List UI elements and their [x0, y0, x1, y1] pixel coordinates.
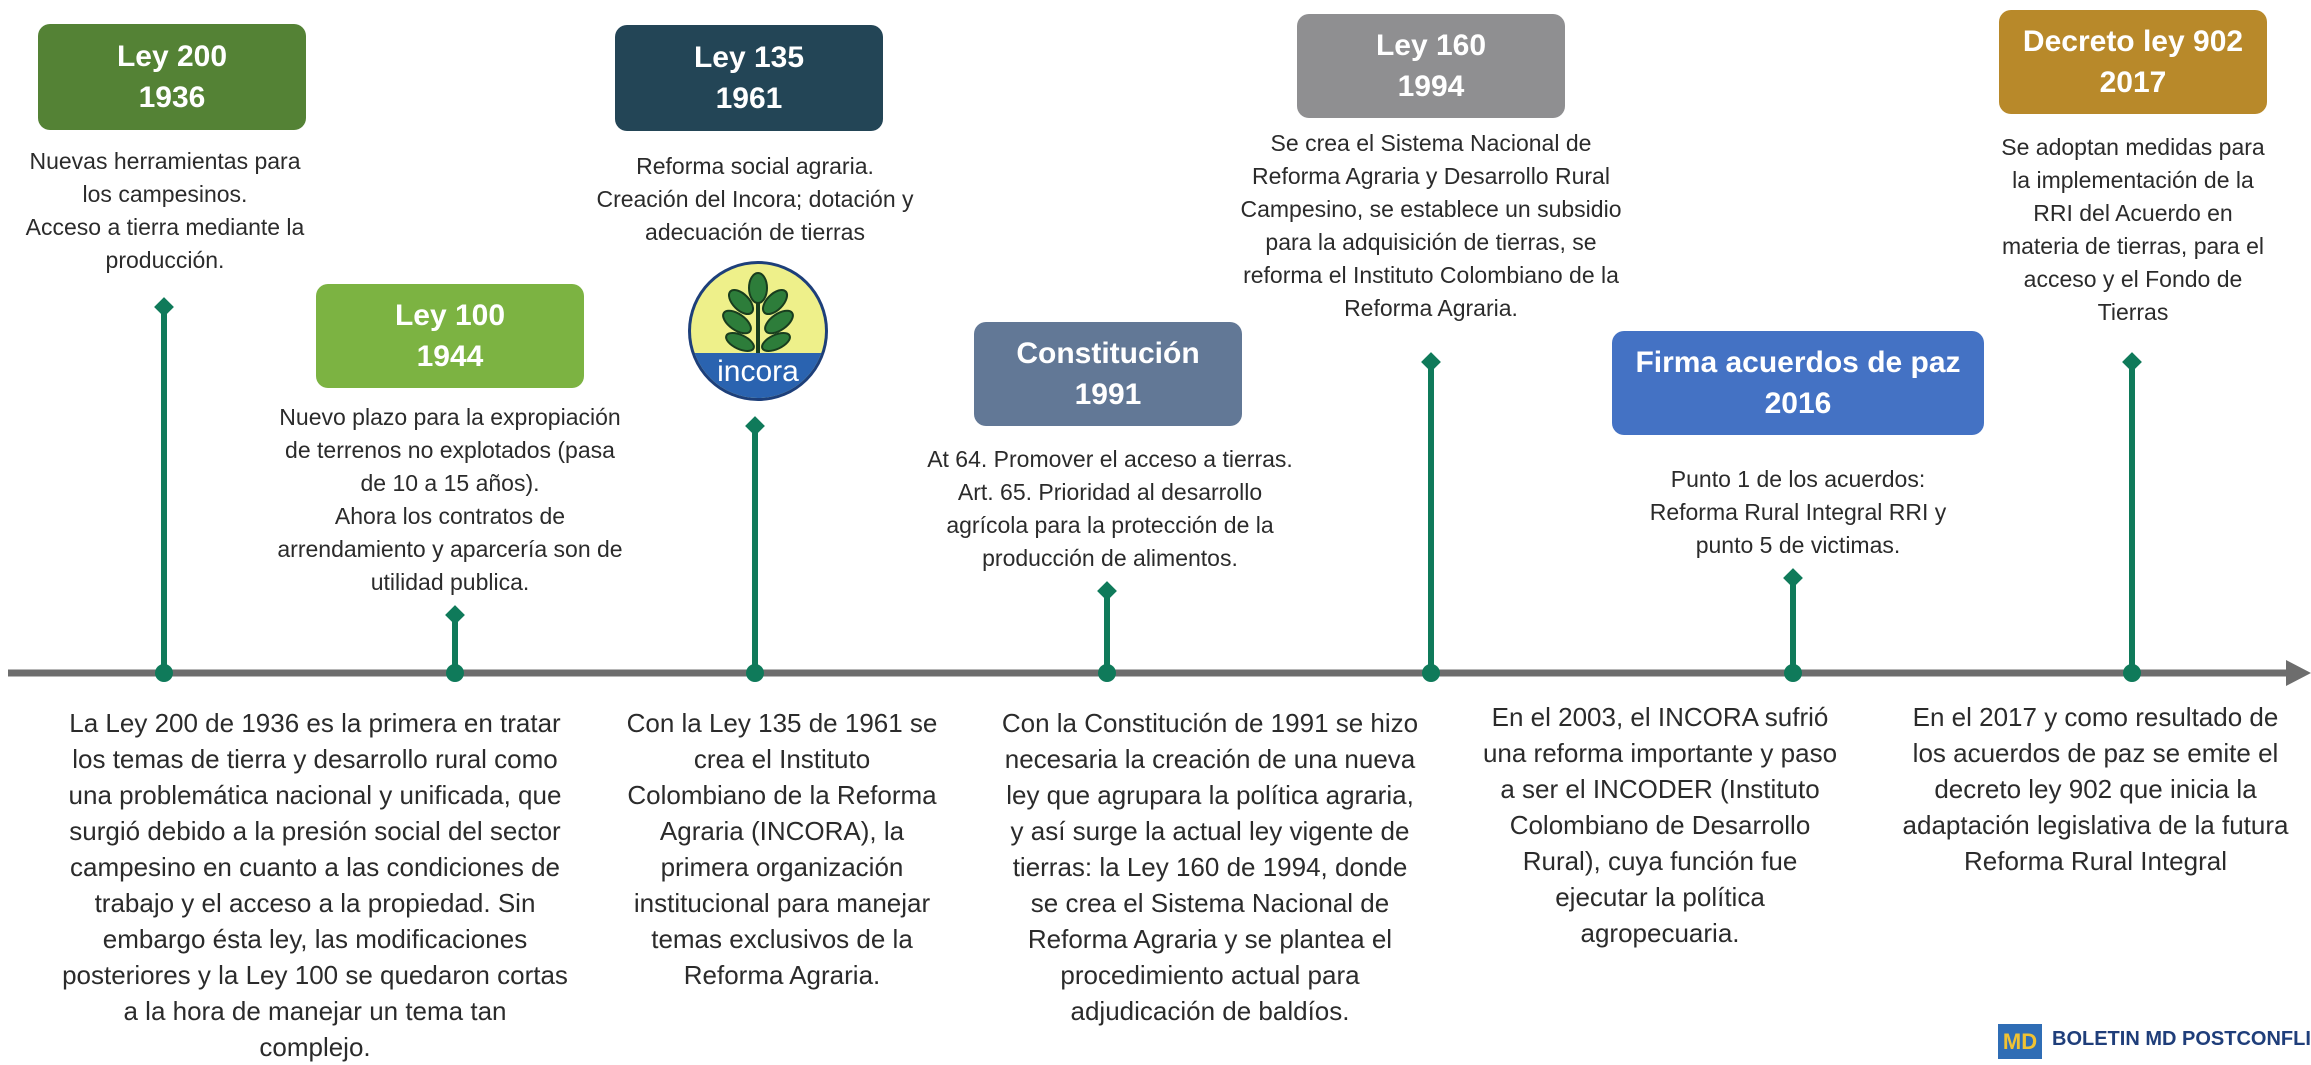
stem-ley-160 [1421, 352, 1441, 682]
event-year: 2017 [2099, 66, 2167, 99]
event-box-ley-135: Ley 135 1961 [615, 25, 883, 131]
event-title: Constitución [1016, 337, 1200, 370]
event-description-ley-100: Nuevo plazo para la expropiación de terr… [277, 404, 623, 595]
event-description-ley-160: Se crea el Sistema Nacional de Reforma A… [1240, 130, 1622, 321]
event-title: Ley 160 [1375, 29, 1487, 62]
timeline-arrowhead [2286, 660, 2311, 686]
event-year: 1994 [1397, 70, 1465, 103]
event-box-ley-160: Ley 160 1994 [1297, 14, 1565, 118]
event-description-ley-135: Reforma social agraria. Creación del Inc… [596, 153, 914, 245]
event-box-decreto-902: Decreto ley 902 2017 [1999, 10, 2267, 114]
event-title: Ley 200 [116, 40, 228, 73]
footer-brand: MD BOLETIN MD POSTCONFLICTO [1998, 1020, 2311, 1059]
incora-logo: incora [688, 261, 828, 401]
stem-decreto-902 [2122, 352, 2142, 682]
event-detail-ley-135: Con la Ley 135 de 1961 se crea el Instit… [626, 708, 938, 990]
footer-brand-label: BOLETIN MD POSTCONFLICTO [2052, 1028, 2311, 1050]
event-year: 1944 [416, 340, 484, 373]
event-box-constitucion-1991: Constitución 1991 [974, 322, 1242, 426]
event-box-ley-100: Ley 100 1944 [316, 284, 584, 388]
event-detail-constitucion-1991: Con la Constitución de 1991 se hizo nece… [1001, 708, 1419, 1026]
stem-ley-135 [745, 416, 765, 682]
event-detail-acuerdos-paz: En el 2003, el INCORA sufrió una reforma… [1482, 702, 1838, 948]
event-description-acuerdos-paz: Punto 1 de los acuerdos: Reforma Rural I… [1649, 466, 1947, 558]
event-title: Decreto ley 902 [2022, 25, 2244, 58]
event-box-ley-200: Ley 200 1936 [38, 24, 306, 130]
stem-constitucion-1991 [1097, 581, 1117, 682]
event-title: Ley 100 [394, 299, 506, 332]
event-box-acuerdos-paz: Firma acuerdos de paz 2016 [1612, 331, 1984, 435]
stem-acuerdos-paz [1783, 568, 1803, 682]
event-title: Firma acuerdos de paz [1635, 346, 1961, 379]
stem-ley-100 [445, 605, 465, 682]
event-year: 1936 [138, 81, 206, 114]
event-description-decreto-902: Se adoptan medidas para la implementació… [2001, 134, 2265, 325]
event-detail-decreto-902: En el 2017 y como resultado de los acuer… [1902, 702, 2289, 876]
stem-ley-200 [154, 297, 174, 682]
event-title: Ley 135 [693, 41, 805, 74]
event-year: 2016 [1764, 387, 1832, 420]
md-logo-icon: MD [1998, 1024, 2042, 1059]
event-year: 1991 [1074, 378, 1142, 411]
event-detail-ley-200: La Ley 200 de 1936 es la primera en trat… [62, 708, 568, 1062]
event-description-ley-200: Nuevas herramientas para los campesinos.… [25, 148, 305, 273]
event-description-constitucion-1991: At 64. Promover el acceso a tierras. Art… [927, 446, 1293, 571]
event-year: 1961 [715, 82, 783, 115]
incora-logo-text: incora [717, 355, 799, 388]
